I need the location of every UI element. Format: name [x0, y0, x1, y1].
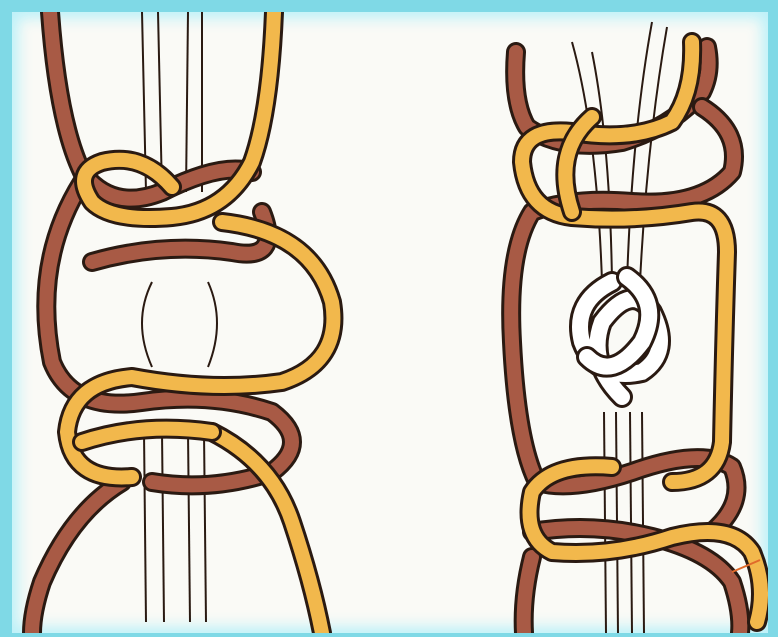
macrame-diagram: .oc { fill: none; stroke: #2a1a12; strok…	[12, 12, 768, 633]
left-filler-cords	[142, 12, 217, 622]
left-gold-cord	[67, 12, 333, 633]
illustration-panel: .oc { fill: none; stroke: #2a1a12; strok…	[12, 12, 768, 633]
left-brown-cord	[32, 12, 292, 633]
right-knot-figure	[511, 22, 761, 633]
right-overhand-knot	[580, 277, 660, 397]
left-knot-figure	[32, 12, 333, 633]
